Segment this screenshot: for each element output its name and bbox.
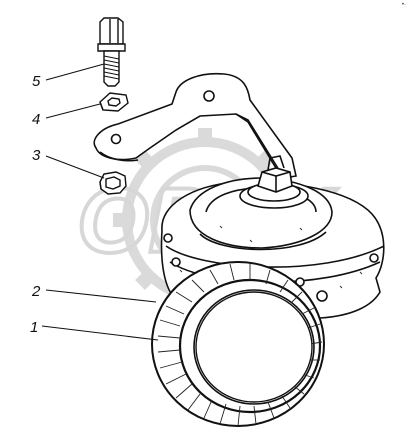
horn-mouth [151, 261, 325, 427]
corner-mark: •· [401, 2, 406, 8]
leader-line-4 [45, 103, 101, 119]
mounting-bracket [93, 72, 297, 179]
leader-line-3 [45, 155, 105, 179]
lock-washer [99, 92, 129, 112]
top-nut [239, 155, 309, 209]
leader-lines [41, 63, 159, 341]
leader-line-1 [41, 325, 159, 341]
callout-2: 2 [31, 283, 41, 300]
leader-line-2 [45, 289, 157, 303]
leader-line-5 [45, 63, 105, 81]
horn-mouth-hatching [157, 263, 323, 427]
callout-4: 4 [32, 111, 40, 128]
callout-3: 3 [32, 147, 41, 164]
callout-labels: 5 4 3 2 1 [30, 73, 41, 336]
nut [99, 171, 127, 195]
bolt [97, 17, 126, 87]
callout-5: 5 [32, 73, 41, 90]
callout-1: 1 [30, 319, 38, 336]
